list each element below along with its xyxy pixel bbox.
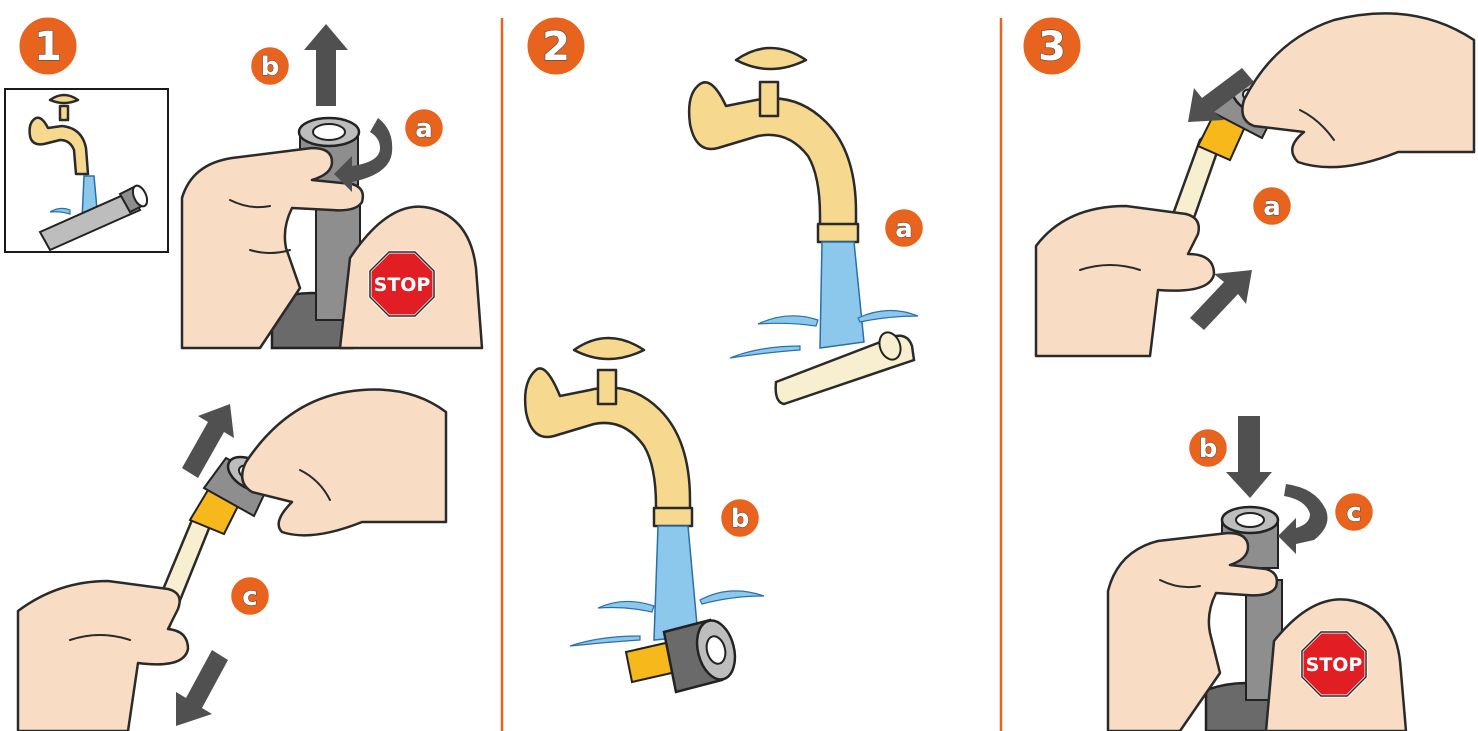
svg-text:b: b: [731, 504, 750, 534]
water-stream-icon: [820, 242, 864, 348]
step-3-badge: 3: [1022, 16, 1082, 76]
nozzle-icon: [626, 617, 741, 692]
step-2-badge: 2: [526, 16, 586, 76]
step-1-number: 1: [34, 24, 62, 70]
stop-label: STOP: [374, 274, 431, 296]
svg-text:c: c: [1346, 498, 1361, 528]
stop-sign-icon: STOP: [1302, 632, 1366, 696]
hand-icon-lower: [1036, 206, 1214, 356]
hand-icon: [242, 390, 446, 536]
rotate-arrow-icon: [1278, 484, 1328, 554]
stop-sign-icon: STOP: [370, 252, 434, 316]
arrow-icon: [304, 24, 348, 106]
svg-text:a: a: [415, 114, 433, 144]
label-a: a: [1252, 186, 1292, 226]
faucet-icon: [525, 338, 692, 526]
faucet-icon: [689, 48, 858, 242]
svg-text:c: c: [242, 582, 257, 612]
label-a: a: [884, 208, 924, 248]
stop-label: STOP: [1306, 654, 1363, 676]
step-1-panel: STOP a b c: [5, 16, 482, 731]
step-1-inset: [5, 89, 168, 252]
step-2-number: 2: [542, 24, 570, 70]
step-3-bottom-image: STOP b c: [1108, 416, 1406, 731]
water-stream-icon: [654, 526, 698, 640]
svg-text:b: b: [1199, 434, 1218, 464]
svg-text:b: b: [261, 52, 280, 82]
step-3-number: 3: [1038, 24, 1066, 70]
step-3-panel: a STOP b c: [1022, 13, 1474, 731]
step-1-bottom-image: c: [18, 390, 446, 731]
label-b: b: [1188, 428, 1228, 468]
label-a: a: [404, 108, 444, 148]
hand-icon: [1242, 13, 1474, 167]
label-b: b: [250, 46, 290, 86]
step-3-top-image: a: [1036, 13, 1474, 356]
label-b: b: [720, 498, 760, 538]
step-2-panel: a b 2: [525, 16, 924, 692]
svg-text:a: a: [895, 214, 913, 244]
arrow-icon: [176, 650, 228, 726]
label-c: c: [1334, 492, 1374, 532]
label-c: c: [230, 576, 270, 616]
arrow-icon: [1226, 416, 1272, 498]
step-1-top-image: STOP a b: [178, 24, 482, 348]
svg-text:a: a: [1263, 192, 1281, 222]
hand-icon-lower: [18, 581, 188, 731]
step-1-badge: 1: [18, 16, 78, 76]
